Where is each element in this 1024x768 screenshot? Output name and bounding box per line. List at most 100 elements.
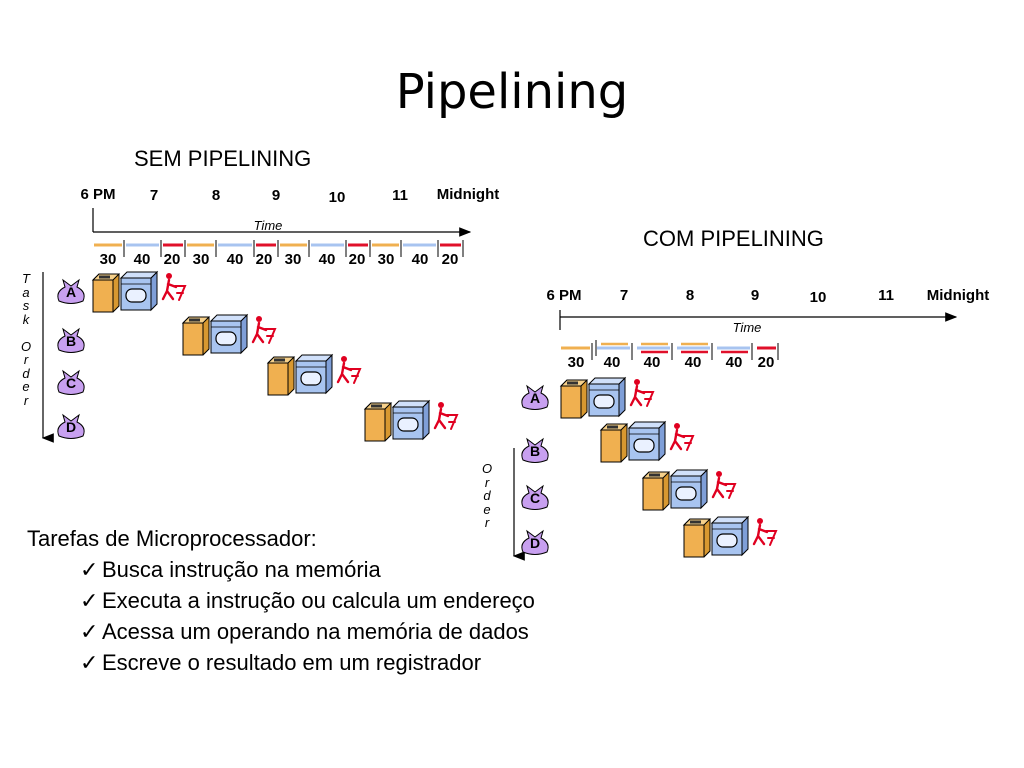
dryer-icon xyxy=(669,468,709,510)
washer-icon xyxy=(91,273,121,313)
sem-time-9: 9 xyxy=(271,187,281,204)
folding-person-icon xyxy=(669,423,695,451)
sem-time-10: 10 xyxy=(328,189,346,206)
task-label: C xyxy=(66,375,76,391)
dryer-icon xyxy=(294,353,334,395)
washer-icon xyxy=(181,316,211,356)
laundry-bag-icon: A xyxy=(521,384,549,410)
task-label: D xyxy=(66,419,76,435)
folding-person-icon xyxy=(433,402,459,430)
dryer-icon xyxy=(587,376,627,418)
com-duration: 40 xyxy=(725,354,743,371)
washer-icon xyxy=(266,356,296,396)
slide-title: Pipelining xyxy=(395,64,629,120)
task-item: ✓Acessa um operando na memória de dados xyxy=(80,619,529,644)
sem-duration: 40 xyxy=(226,251,244,268)
check-icon: ✓ xyxy=(80,619,99,644)
sem-axis-caption: Time xyxy=(253,218,283,233)
sem-duration: 30 xyxy=(284,251,302,268)
com-duration: 40 xyxy=(684,354,702,371)
sem-duration: 20 xyxy=(441,251,459,268)
sem-time-7: 7 xyxy=(149,187,159,204)
laundry-bag-icon: B xyxy=(57,327,85,353)
task-row xyxy=(559,376,655,419)
sem-duration: 40 xyxy=(133,251,151,268)
washer-icon xyxy=(641,471,671,511)
sem-duration: 20 xyxy=(163,251,181,268)
folding-person-icon xyxy=(752,518,778,546)
sem-duration: 40 xyxy=(411,251,429,268)
task-item: ✓Executa a instrução ou calcula um ender… xyxy=(80,588,535,613)
washer-icon xyxy=(599,423,629,463)
dryer-icon xyxy=(710,515,750,557)
sem-time-midnight: Midnight xyxy=(436,186,500,203)
laundry-bag-icon: C xyxy=(57,369,85,395)
sem-duration: 30 xyxy=(377,251,395,268)
folding-person-icon xyxy=(629,379,655,407)
washer-icon xyxy=(559,379,589,419)
com-duration: 30 xyxy=(567,354,585,371)
check-icon: ✓ xyxy=(80,557,99,582)
com-duration: 40 xyxy=(603,354,621,371)
com-time-8: 8 xyxy=(685,287,695,304)
task-label: B xyxy=(530,443,540,459)
task-item: ✓Escreve o resultado em um registrador xyxy=(80,650,482,675)
sem-duration: 20 xyxy=(255,251,273,268)
task-label: C xyxy=(530,490,540,506)
task-row xyxy=(682,515,778,558)
com-time-11: 11 xyxy=(878,287,894,304)
laundry-bag-icon: A xyxy=(57,278,85,304)
task-label: A xyxy=(66,284,76,300)
folding-person-icon xyxy=(251,316,277,344)
sem-time-6pm: 6 PM xyxy=(80,186,116,203)
folding-person-icon xyxy=(336,356,362,384)
com-time-6pm: 6 PM xyxy=(546,287,582,304)
dryer-icon xyxy=(119,270,159,312)
task-row xyxy=(91,270,187,313)
com-task-rows: A B C D xyxy=(521,376,778,558)
sem-time-8: 8 xyxy=(211,187,221,204)
sem-duration: 30 xyxy=(192,251,210,268)
task-row xyxy=(181,313,277,356)
washer-icon xyxy=(682,518,712,558)
sem-task-rows: A B C D xyxy=(57,270,459,442)
sem-duration: 30 xyxy=(99,251,117,268)
task-row xyxy=(363,399,459,442)
com-time-midnight: Midnight xyxy=(926,287,990,304)
dryer-icon xyxy=(209,313,249,355)
task-row xyxy=(266,353,362,396)
com-time-9: 9 xyxy=(750,287,760,304)
sem-pipelining-label: SEM PIPELINING xyxy=(134,146,312,171)
com-pipelining-label: COM PIPELINING xyxy=(643,226,824,251)
com-time-7: 7 xyxy=(619,287,629,304)
dryer-icon xyxy=(627,420,667,462)
com-time-10: 10 xyxy=(809,289,827,306)
sem-duration: 20 xyxy=(348,251,366,268)
laundry-bag-icon: D xyxy=(521,529,549,555)
sem-duration-bars xyxy=(94,240,464,257)
folding-person-icon xyxy=(711,471,737,499)
com-duration-bars xyxy=(561,340,779,360)
task-label: A xyxy=(530,390,540,406)
laundry-bag-icon: D xyxy=(57,413,85,439)
sem-time-11: 11 xyxy=(392,187,408,204)
laundry-bag-icon: B xyxy=(521,437,549,463)
laundry-bag-icon: C xyxy=(521,484,549,510)
task-row xyxy=(599,420,695,463)
check-icon: ✓ xyxy=(80,650,99,675)
check-icon: ✓ xyxy=(80,588,99,613)
folding-person-icon xyxy=(161,273,187,301)
washer-icon xyxy=(363,402,393,442)
task-label: B xyxy=(66,333,76,349)
task-label: D xyxy=(530,535,540,551)
tasks-title: Tarefas de Microprocessador: xyxy=(27,526,317,551)
com-duration: 40 xyxy=(643,354,661,371)
com-duration: 20 xyxy=(757,354,775,371)
task-item: ✓Busca instrução na memória xyxy=(80,557,381,582)
task-row xyxy=(641,468,737,511)
dryer-icon xyxy=(391,399,431,441)
sem-duration: 40 xyxy=(318,251,336,268)
